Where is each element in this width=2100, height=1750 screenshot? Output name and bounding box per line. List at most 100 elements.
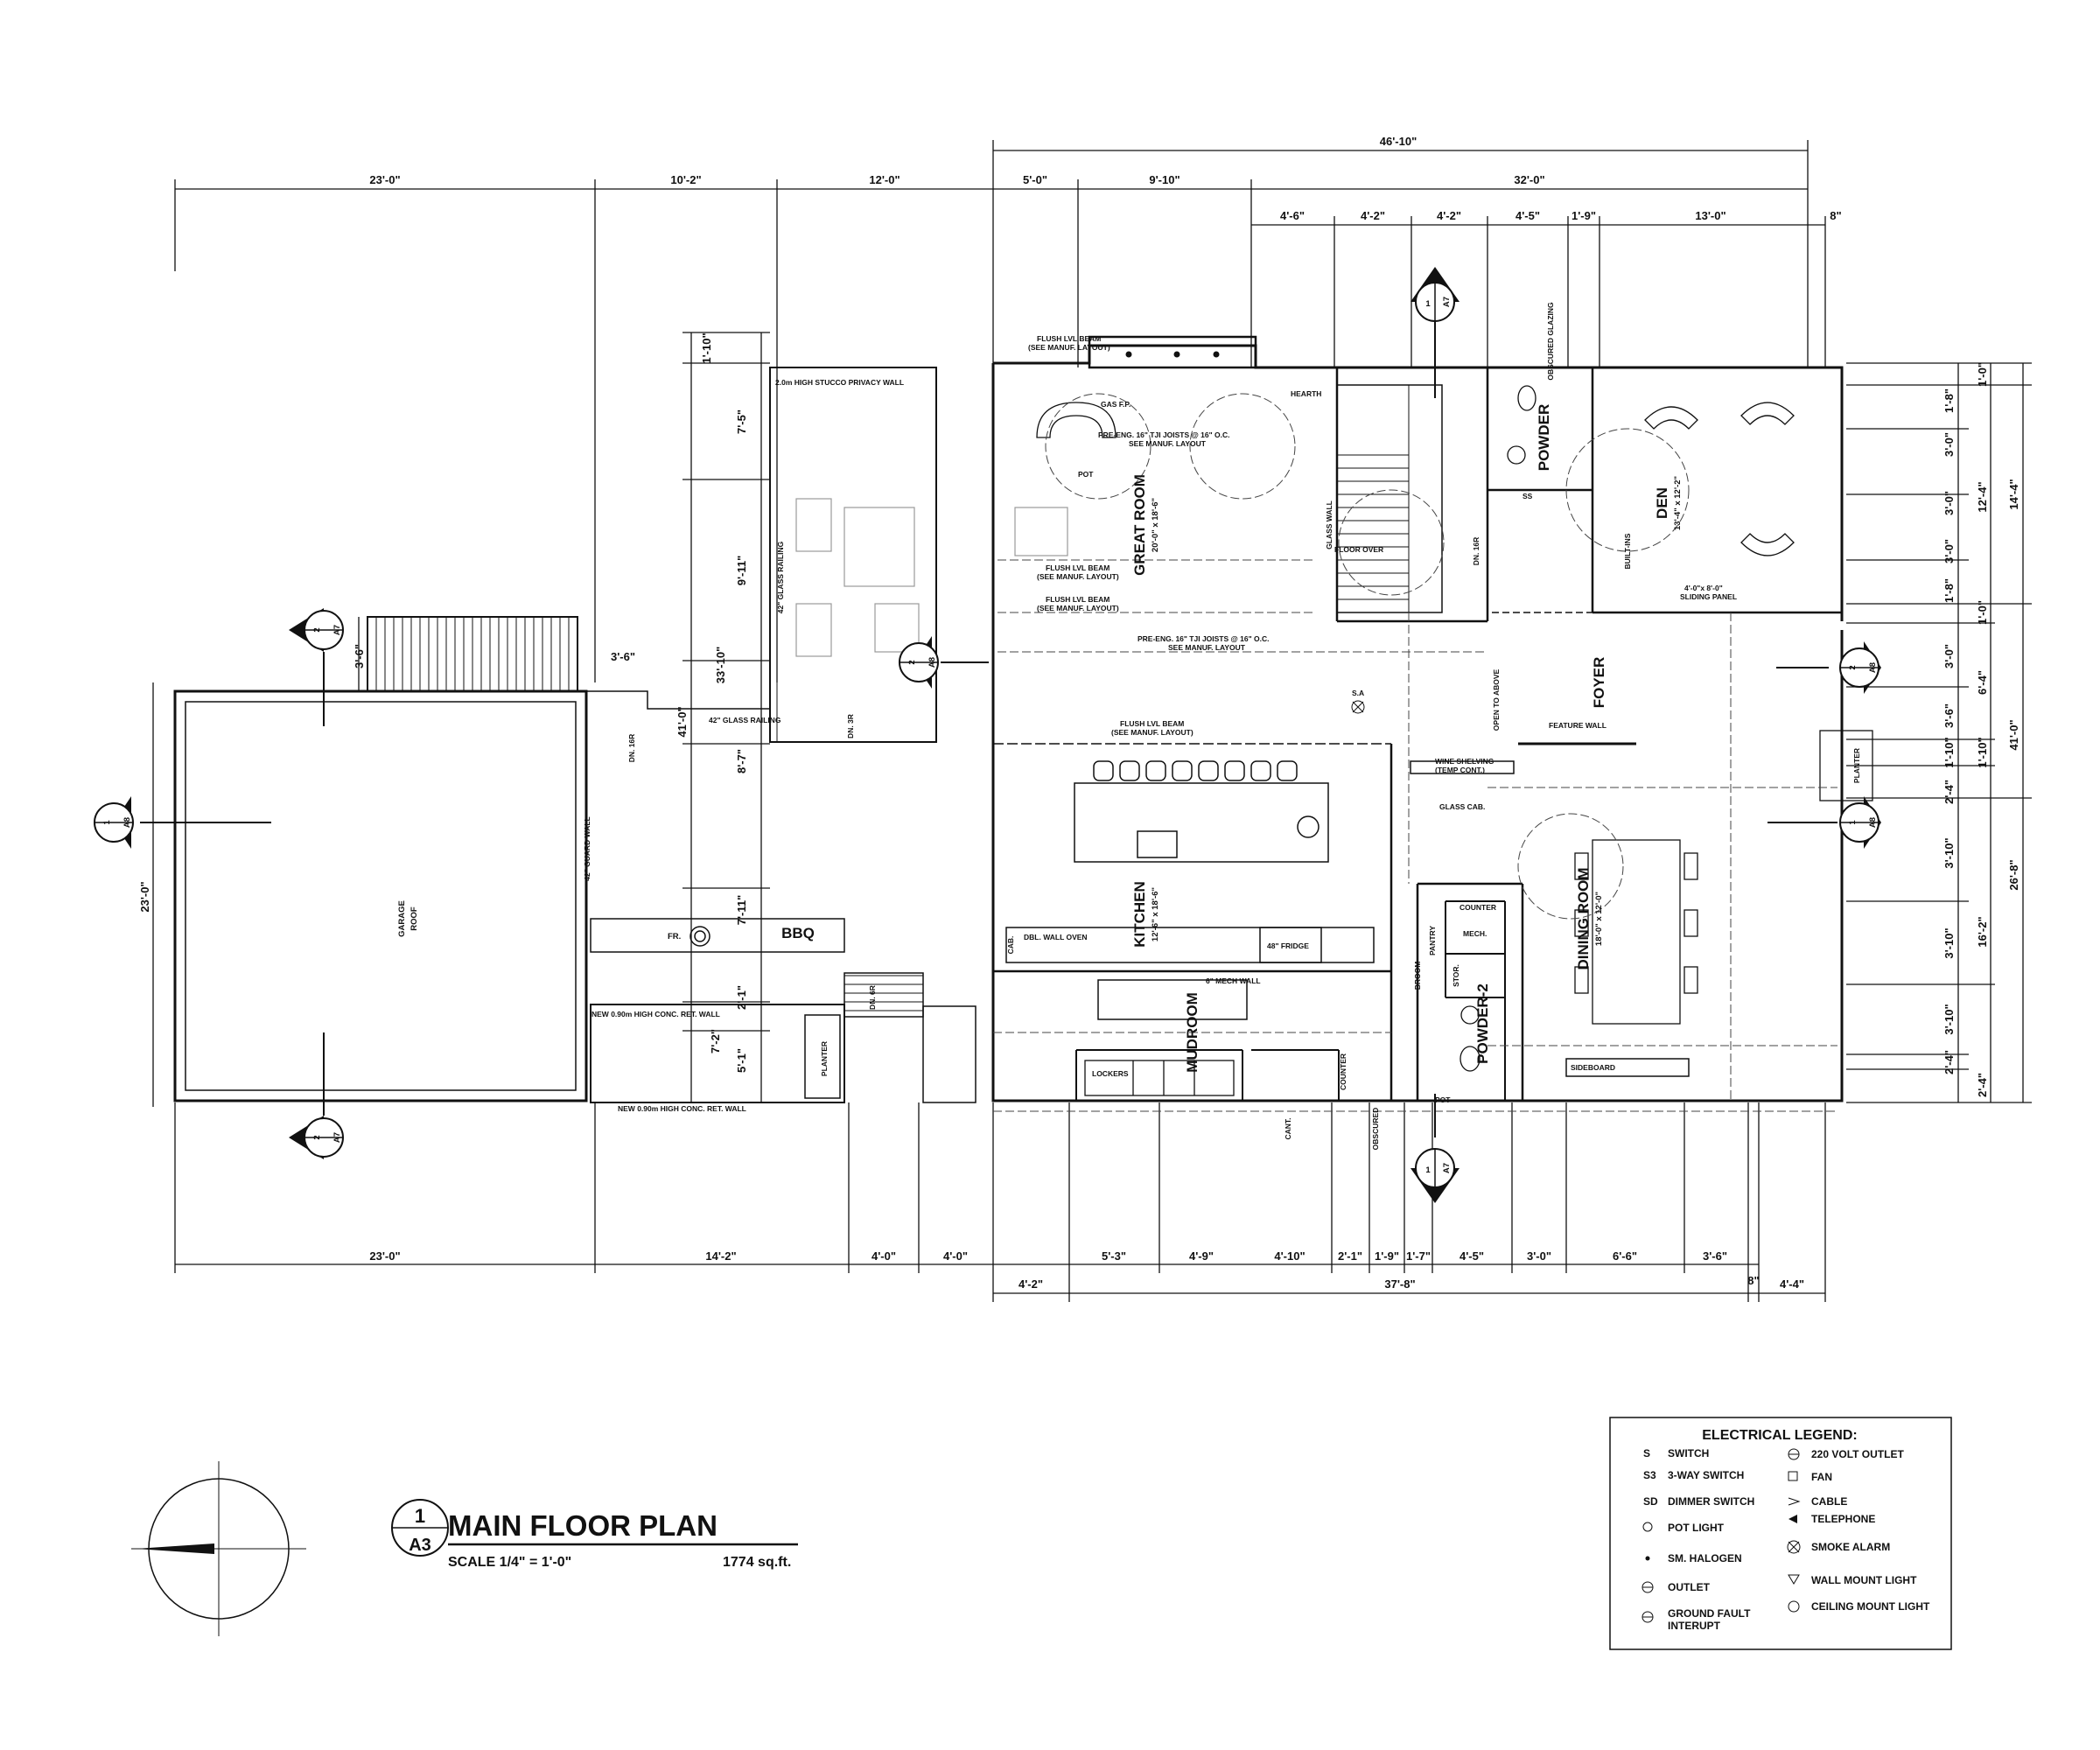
dim-top-4: 5'-0" bbox=[1023, 173, 1047, 186]
outlet-icon bbox=[1642, 1581, 1654, 1593]
dn6r-label: DN. 6R bbox=[868, 985, 877, 1010]
dim-right-10: 3'-10" bbox=[1942, 837, 1956, 868]
cable-icon bbox=[1788, 1497, 1801, 1506]
pantry-label: PANTRY bbox=[1428, 926, 1437, 956]
electrical-legend: ELECTRICAL LEGEND: S SWITCH S3 3-WAY SWI… bbox=[1609, 1417, 1952, 1650]
beam-note-2b: (SEE MANUF. LAYOUT) bbox=[1037, 572, 1119, 581]
section-marker-5-num: 1 bbox=[102, 820, 112, 825]
dim-right-2: 3'-0" bbox=[1942, 432, 1956, 457]
dim-top2-3: 4'-2" bbox=[1437, 209, 1461, 222]
wall-light-icon bbox=[1788, 1574, 1800, 1585]
furniture bbox=[1036, 385, 1873, 1096]
powder2-label: POWDER-2 bbox=[1474, 984, 1491, 1064]
tji-great: PRE-ENG. 16" TJI JOISTS @ 16" O.C. bbox=[1098, 430, 1230, 439]
dim-rightouter-2: 41'-0" bbox=[2007, 719, 2020, 750]
dim-left-10: 7'-2" bbox=[709, 1029, 722, 1054]
legend-3way: 3-WAY SWITCH bbox=[1668, 1469, 1744, 1481]
open-above-label: OPEN TO ABOVE bbox=[1492, 668, 1501, 731]
fridge-label: 48" FRIDGE bbox=[1267, 942, 1309, 950]
section-marker: 2 A8 bbox=[1776, 641, 1881, 694]
dn3r-label: DN. 3R bbox=[846, 714, 855, 738]
dim-bot-15: 8" bbox=[1747, 1274, 1759, 1287]
legend-sym-dimmer: SD bbox=[1643, 1495, 1658, 1508]
dim-left-8: 7'-11" bbox=[735, 895, 748, 926]
exterior-stair-bottom bbox=[844, 975, 923, 1012]
legend-sym-switch: S bbox=[1643, 1447, 1650, 1460]
dim-right-13: 2'-4" bbox=[1942, 1050, 1956, 1074]
dim-top2-1: 4'-6" bbox=[1280, 209, 1305, 222]
den-size: 13'-4" x 12'-2" bbox=[1673, 476, 1683, 530]
section-marker-8-num: 2 bbox=[1848, 665, 1858, 669]
dim-right-8: 1'-10" bbox=[1976, 737, 1989, 767]
dim-left-13: 3'-6" bbox=[611, 650, 635, 663]
north-arrow-icon bbox=[131, 1461, 306, 1636]
section-marker-1-sheet: A7 bbox=[1442, 297, 1452, 307]
dim-top2-5: 1'-9" bbox=[1572, 209, 1596, 222]
ret-wall-label-2: NEW 0.90m HIGH CONC. RET. WALL bbox=[618, 1104, 746, 1113]
glass-wall-label: GLASS WALL bbox=[1325, 500, 1334, 550]
dim-bot2-3: 4'-4" bbox=[1780, 1278, 1804, 1291]
title-scale: SCALE 1/4" = 1'-0" bbox=[448, 1555, 571, 1570]
planter-label: PLANTER bbox=[820, 1041, 829, 1076]
dim-bot2-1: 4'-2" bbox=[1018, 1278, 1043, 1291]
legend-dimmer: DIMMER SWITCH bbox=[1668, 1495, 1754, 1508]
beam-note-top-2: (SEE MANUF. LAYOUT) bbox=[1028, 343, 1110, 352]
dim-left-3: 9'-11" bbox=[735, 556, 748, 586]
title-sheet: A3 bbox=[409, 1536, 431, 1555]
section-marker-8-sheet: A8 bbox=[1868, 662, 1878, 673]
dim-right-12: 3'-10" bbox=[1942, 1004, 1956, 1034]
plan-notes: FLUSH LVL BEAM (SEE MANUF. LAYOUT) HEART… bbox=[1006, 302, 1861, 1150]
dimension-labels: 46'-10" 23'-0" 10'-2" 12'-0" 5'-0" 9'-10… bbox=[138, 135, 2020, 1291]
house-walls bbox=[991, 335, 1844, 1102]
beam-note-4: FLUSH LVL BEAM bbox=[1120, 719, 1184, 728]
builtins-label: BUILT-INS bbox=[1623, 533, 1632, 569]
dim-left-6: 41'-0" bbox=[676, 706, 689, 737]
section-marker-4-num: 2 bbox=[312, 1135, 322, 1139]
dim-top-2: 10'-2" bbox=[670, 173, 701, 186]
side-dimension-lines bbox=[152, 332, 2032, 1107]
section-marker-1-num: 1 bbox=[1425, 299, 1431, 309]
obscured-bottom-label: OBSCURED bbox=[1371, 1108, 1380, 1151]
obscured-glazing-label: OBSCURED GLAZING bbox=[1546, 302, 1555, 381]
legend-ceiling-light: CEILING MOUNT LIGHT bbox=[1811, 1600, 1930, 1613]
wine-temp-label: (TEMP CONT.) bbox=[1435, 766, 1485, 774]
dim-top-1: 23'-0" bbox=[369, 173, 400, 186]
section-marker-3-num: 2 bbox=[312, 627, 322, 632]
dim-left-12: 23'-0" bbox=[138, 881, 151, 912]
dim-top2-4: 4'-5" bbox=[1516, 209, 1540, 222]
sliding-panel-2: SLIDING PANEL bbox=[1680, 592, 1737, 601]
great-room-label: GREAT ROOM bbox=[1131, 474, 1148, 576]
beam-note-3: FLUSH LVL BEAM bbox=[1046, 595, 1110, 604]
dn16r-interior: DN. 16R bbox=[1472, 537, 1480, 566]
hearth-label: HEARTH bbox=[1291, 389, 1321, 398]
dim-rightouter-3: 26'-8" bbox=[2007, 859, 2020, 890]
mudroom-label: MUDROOM bbox=[1184, 992, 1200, 1073]
legend-cable: CABLE bbox=[1811, 1495, 1847, 1508]
sa-label: S.A bbox=[1352, 689, 1364, 697]
section-marker: 1 A8 bbox=[94, 796, 271, 849]
dim-left-11: 5'-1" bbox=[735, 1048, 748, 1073]
dim-bot-2: 14'-2" bbox=[705, 1250, 736, 1263]
dim-bot-11: 4'-5" bbox=[1460, 1250, 1484, 1263]
beam-note-top: FLUSH LVL BEAM bbox=[1037, 334, 1101, 343]
section-marker-6-sheet: A8 bbox=[1868, 817, 1878, 828]
broom-label: BROOM bbox=[1413, 962, 1422, 990]
bbq-label: BBQ bbox=[781, 925, 815, 942]
tji-note-2b: SEE MANUF. LAYOUT bbox=[1168, 643, 1246, 652]
dim-bot-9: 1'-9" bbox=[1375, 1250, 1399, 1263]
dim-bot-7: 4'-10" bbox=[1274, 1250, 1305, 1263]
section-marker: 2 A7 bbox=[289, 1032, 344, 1159]
kitchen-island bbox=[1005, 760, 1375, 1020]
title-detail-number: 1 bbox=[415, 1505, 425, 1527]
tji-note-2: PRE-ENG. 16" TJI JOISTS @ 16" O.C. bbox=[1138, 634, 1270, 643]
section-marker-6-num: 1 bbox=[1848, 820, 1858, 825]
dim-bot-12: 3'-0" bbox=[1527, 1250, 1551, 1263]
dim-bot-4: 4'-0" bbox=[943, 1250, 968, 1263]
dim-top2-2: 4'-2" bbox=[1361, 209, 1385, 222]
oven-label: DBL. WALL OVEN bbox=[1024, 933, 1088, 942]
beam-note-2: FLUSH LVL BEAM bbox=[1046, 564, 1110, 572]
section-marker: 1 A7 bbox=[1410, 267, 1460, 398]
dim-rightmid-6: 16'-2" bbox=[1976, 916, 1989, 947]
dim-top-6: 32'-0" bbox=[1514, 173, 1544, 186]
